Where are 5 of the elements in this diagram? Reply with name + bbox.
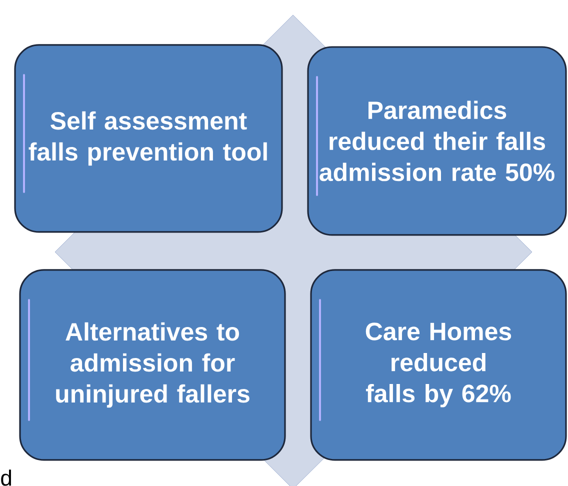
rounded-box: Self assessment falls prevention tool [14, 44, 283, 233]
rounded-box: Paramedics reduced their falls admission rate 50% [307, 46, 567, 236]
text-fragment: d [1, 470, 12, 486]
rounded-box: Care Homes reduced falls by 62% [310, 269, 567, 461]
rounded-box: Alternatives to admission for uninjured fallers [19, 269, 286, 461]
